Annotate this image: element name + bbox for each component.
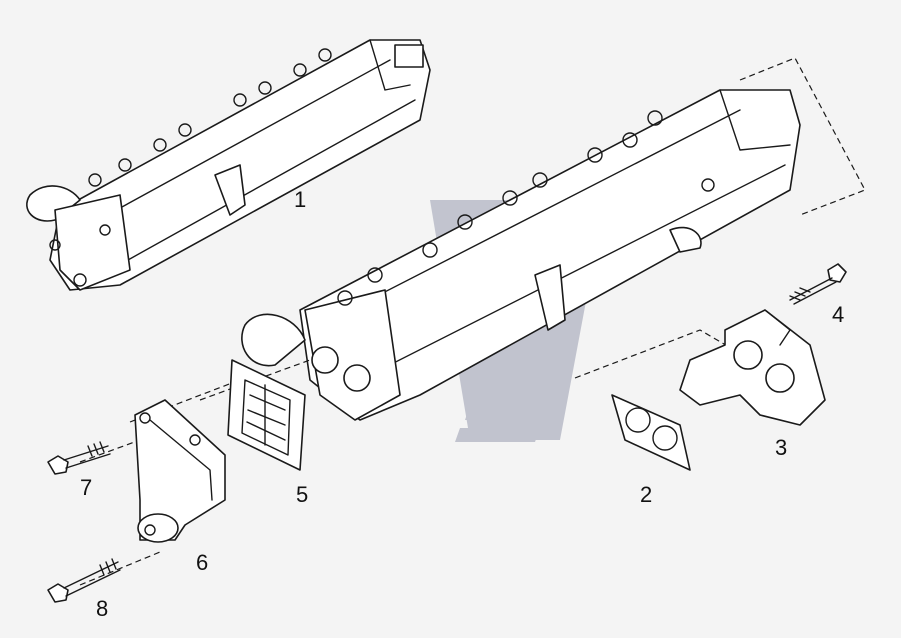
part-3-flange-elbow [679,309,826,426]
callout-4: 4 [832,302,844,327]
manifold-main-assembly [241,89,801,421]
part-8-bolt [47,558,121,603]
callout-7: 7 [80,475,92,500]
callout-2: 2 [640,482,652,507]
part-1-exhaust-manifold-upper [26,39,431,291]
part-2-gasket [611,394,691,471]
callout-5: 5 [296,482,308,507]
callout-6: 6 [196,550,208,575]
part-6-elbow-housing [134,399,226,543]
callout-8: 8 [96,596,108,621]
part-7-bolt [47,441,111,475]
part-5-gasket [227,359,306,471]
callout-3: 3 [775,435,787,460]
part-4-bolt [789,263,847,305]
callout-1: 1 [294,187,306,212]
